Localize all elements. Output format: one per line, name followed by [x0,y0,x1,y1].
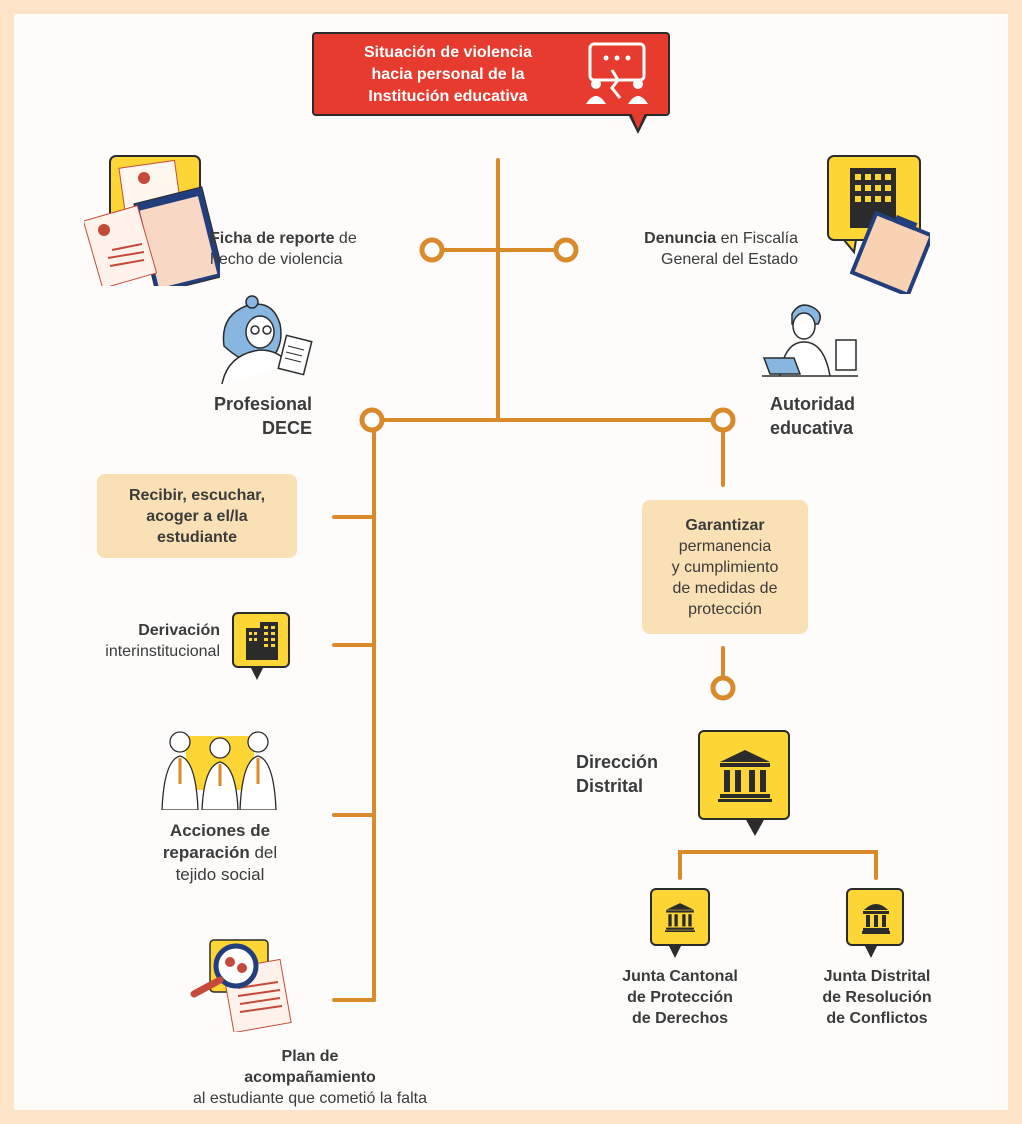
direccion-icon-tail [745,818,765,836]
title-card: Situación de violencia hacia personal de… [312,32,670,116]
derivacion-label-bold: Derivación [138,622,220,639]
ficha-label-rest: de [334,230,357,247]
derivacion-icon-box [232,612,290,668]
junta-distrital-label: Junta Distrital de Resolución de Conflic… [790,966,964,1029]
derivacion-label: Derivación interinstitucional [60,620,220,662]
title-line-2: hacia personal de la [371,66,525,83]
authority-man-laptop-icon [762,304,858,377]
junta-cantonal-label: Junta Cantonal de Protección de Derechos [590,966,770,1029]
autoridad-label: Autoridad educativa [770,392,900,440]
junta-distrital-icon-tail [864,944,878,958]
junta-branch-line [678,850,878,880]
direccion-icon-box [698,730,790,820]
garantizar-line-2: permanencia [678,537,772,555]
recibir-box: Recibir, escuchar, acoger a el/la estudi… [97,474,297,558]
junta-distrital-line-3: de Conflictos [826,1010,928,1027]
recibir-line-2: acoger a el/la [146,507,248,525]
building-icon [827,155,930,294]
document-report-icon [84,155,220,286]
magnifier-document-icon [190,939,292,1032]
node-profesional [359,407,385,433]
direccion-label: Dirección Distrital [576,750,686,798]
junta-cantonal-line-2: de Protección [627,989,733,1006]
direccion-label-line-1: Dirección [576,752,659,772]
title-line-1: Situación de violencia [363,44,533,61]
building-icon [246,622,278,660]
plan-label: Plan de acompañamiento al estudiante que… [160,1046,460,1109]
title-text: Situación de violencia hacia personal de… [328,42,568,108]
denuncia-label-line-2: General del Estado [661,251,798,268]
acciones-label-line-1: Acciones de [169,821,271,840]
direccion-label-line-2: Distrital [576,776,644,796]
junta-cantonal-line-1: Junta Cantonal [622,968,738,985]
node-ficha [419,237,445,263]
ficha-label: Ficha de reporte de hecho de violencia [210,228,410,270]
acciones-label: Acciones de reparación del tejido social [140,820,300,886]
courthouse-icon [665,903,695,932]
clipboard-icon [849,210,930,294]
garantizar-line-1: Garantizar [685,516,765,534]
people-group-icon [161,731,277,810]
profesional-label: Profesional DECE [180,392,312,440]
profesional-label-line-1: Profesional [213,394,312,414]
plan-label-line-2: acompañamiento [244,1069,376,1086]
node-autoridad [710,407,736,433]
title-card-tail-fill [631,113,645,129]
junta-cantonal-icon-box [650,888,710,946]
courthouse-icon [718,750,772,802]
derivacion-icon-tail [250,666,264,680]
denuncia-label: Denuncia en Fiscalía General del Estado [590,228,798,270]
junta-distrital-line-2: de Resolución [822,989,932,1006]
recibir-line-3: estudiante [156,528,237,546]
denuncia-label-bold: Denuncia [644,230,717,247]
garantizar-line-4: de medidas de [672,579,778,597]
ficha-label-bold: Ficha de reporte [210,230,335,247]
profesional-label-line-2: DECE [261,418,312,438]
conflict-people-icon [586,42,648,104]
garantizar-line-5: protección [688,600,762,618]
title-line-3: Institución educativa [368,88,528,105]
junta-cantonal-line-3: de Derechos [631,1010,729,1027]
acciones-label-line-3: tejido social [175,865,265,884]
acciones-label-rest: del [249,843,278,862]
derivacion-label-line-2: interinstitucional [105,643,220,660]
recibir-line-1: Recibir, escuchar, [128,486,266,504]
ficha-label-line-2: hecho de violencia [210,251,343,268]
denuncia-label-rest: en Fiscalía [716,230,798,247]
autoridad-label-line-1: Autoridad [770,394,855,414]
garantizar-line-3: y cumplimiento [671,558,779,576]
junta-distrital-icon-box [846,888,904,946]
junta-distrital-line-1: Junta Distrital [823,968,931,985]
speech-bubble-icon [588,42,646,82]
autoridad-label-line-2: educativa [770,418,854,438]
node-denuncia [553,237,579,263]
junta-cantonal-icon-tail [668,944,682,958]
plan-label-line-3: al estudiante que cometió la falta [193,1090,427,1107]
acciones-label-bold: reparación [162,843,250,862]
garantizar-box: Garantizar permanencia y cumplimiento de… [642,500,808,634]
node-direccion [710,675,736,701]
courthouse-icon [862,904,890,934]
professional-woman-icon [221,295,313,385]
plan-label-line-1: Plan de [281,1048,339,1065]
